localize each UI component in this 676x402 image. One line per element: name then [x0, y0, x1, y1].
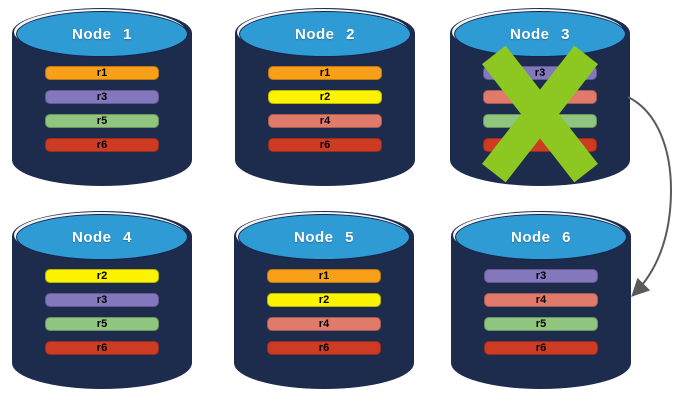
replica-bar-r4: r4 — [268, 114, 382, 128]
node-2-cylinder: Node 2 r1 r2 r4 r6 — [235, 8, 415, 186]
replica-bar-r2: r2 — [45, 269, 159, 283]
replica-bar-r4: r4 — [267, 317, 381, 331]
cylinder-top: Node 5 — [238, 214, 410, 260]
replica-list: r1 r2 r4 r6 — [235, 66, 415, 152]
failover-arrow-icon — [627, 96, 673, 297]
replica-bar-r6: r6 — [268, 138, 382, 152]
node-1-cylinder: Node 1 r1 r3 r5 r6 — [12, 8, 192, 186]
replica-bar-r6: r6 — [45, 138, 159, 152]
node-title: Node 1 — [71, 25, 132, 43]
node-title: Node 4 — [71, 228, 132, 246]
cylinder-body — [12, 236, 192, 389]
replica-bar-r2: r2 — [267, 293, 381, 307]
node-title: Node 5 — [293, 228, 354, 246]
replica-bar-r6: r6 — [484, 341, 598, 355]
replica-bar-r2: r2 — [268, 90, 382, 104]
cylinder-top: Node 6 — [455, 214, 627, 260]
cylinder-body — [235, 33, 415, 186]
cylinder-top: Node 4 — [16, 214, 188, 260]
replica-list: r2 r3 r5 r6 — [12, 269, 192, 355]
replica-bar-r4: r4 — [484, 293, 598, 307]
replica-bar-r3: r3 — [45, 293, 159, 307]
node-title: Node 3 — [509, 25, 570, 43]
cylinder-top: Node 3 — [454, 11, 626, 57]
node-title: Node 2 — [294, 25, 355, 43]
replica-list: r3 r4 r5 r6 — [451, 269, 631, 355]
cylinder-body — [234, 236, 414, 389]
replica-bar-r1: r1 — [267, 269, 381, 283]
cylinder-body — [451, 236, 631, 389]
replica-bar-r5: r5 — [484, 317, 598, 331]
node-title: Node 6 — [510, 228, 571, 246]
failure-x-icon — [480, 36, 600, 192]
replica-list: r1 r3 r5 r6 — [12, 66, 192, 152]
replica-bar-r5: r5 — [45, 317, 159, 331]
replica-bar-r6: r6 — [267, 341, 381, 355]
replica-bar-r3: r3 — [45, 90, 159, 104]
replica-bar-r3: r3 — [484, 269, 598, 283]
replica-list: r1 r2 r4 r6 — [234, 269, 414, 355]
replica-bar-r5: r5 — [45, 114, 159, 128]
cylinder-body — [12, 33, 192, 186]
node-6-cylinder: Node 6 r3 r4 r5 r6 — [451, 211, 631, 389]
node-4-cylinder: Node 4 r2 r3 r5 r6 — [12, 211, 192, 389]
replica-bar-r6: r6 — [45, 341, 159, 355]
node-5-cylinder: Node 5 r1 r2 r4 r6 — [234, 211, 414, 389]
cylinder-top: Node 2 — [239, 11, 411, 57]
replica-bar-r1: r1 — [268, 66, 382, 80]
cylinder-top: Node 1 — [16, 11, 188, 57]
replica-bar-r1: r1 — [45, 66, 159, 80]
